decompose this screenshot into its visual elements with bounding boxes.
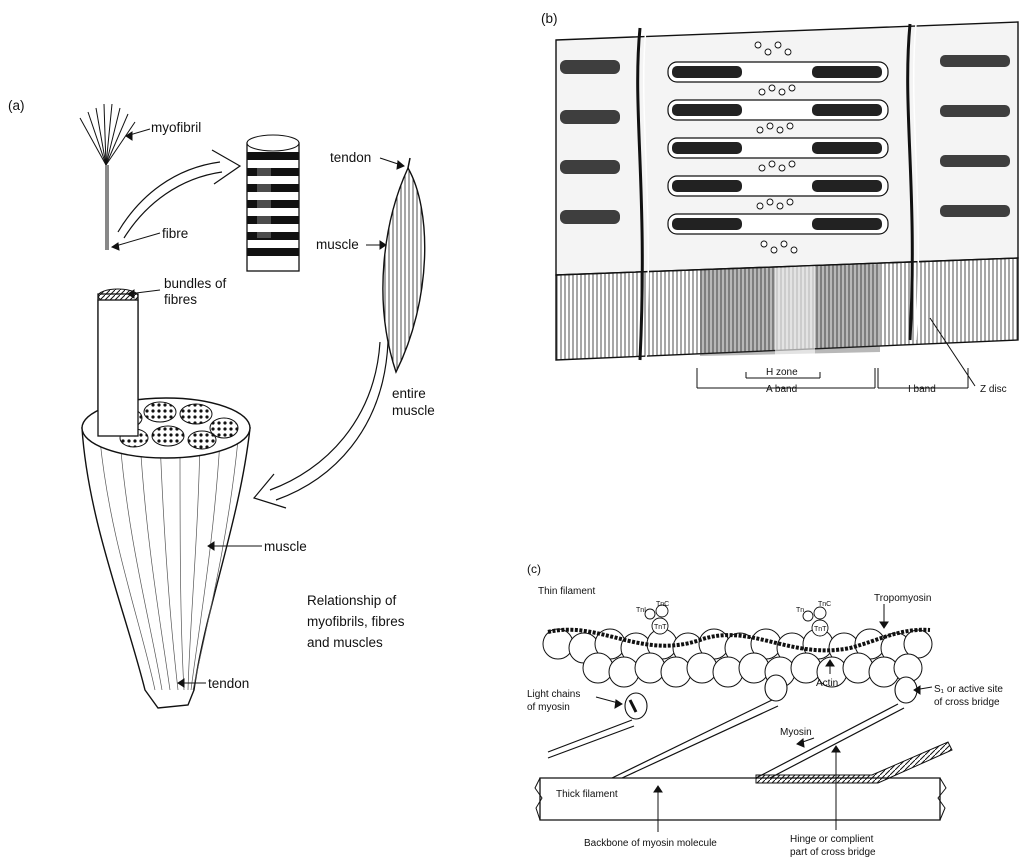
label-z-disc: Z disc [980, 384, 1007, 395]
small-muscle-illustration [383, 158, 425, 372]
panel-a-letter: (a) [8, 98, 25, 113]
label-s1-line1: S₁ or active site [934, 684, 1003, 695]
label-tni: TnI [636, 607, 646, 614]
label-tnc-2: TnC [818, 601, 831, 608]
panel-b: (b) [541, 11, 1018, 395]
actin-beads [543, 629, 932, 687]
panel-c: (c) [527, 562, 1003, 858]
label-myosin: Myosin [780, 727, 812, 738]
panel-a: (a) [8, 98, 435, 708]
label-tn: Tn [796, 607, 804, 614]
whole-muscle-illustration [82, 300, 250, 708]
caption-line2: myofibrils, fibres [307, 614, 405, 629]
label-tnc: TnC [656, 601, 669, 608]
myosin-cross-bridges [548, 700, 904, 778]
label-fibre: fibre [162, 226, 188, 241]
arrow-entire-to-muscle [254, 342, 388, 508]
caption-line1: Relationship of [307, 593, 397, 608]
striated-myofibril-illustration [247, 135, 299, 271]
label-bundles-line1: bundles of [164, 276, 227, 291]
label-backbone: Backbone of myosin molecule [584, 838, 717, 849]
label-s1-line2: of cross bridge [934, 697, 1000, 708]
label-a-band: A band [766, 384, 797, 395]
label-bundles-line2: fibres [164, 292, 197, 307]
label-tropomyosin: Tropomyosin [874, 593, 931, 604]
label-tendon-bottom: tendon [208, 676, 249, 691]
label-myofibril: myofibril [151, 120, 201, 135]
panel-b-letter: (b) [541, 11, 558, 26]
label-muscle-big: muscle [264, 539, 307, 554]
label-entire-line1: entire [392, 386, 426, 401]
label-light-chains-line1: Light chains [527, 689, 580, 700]
label-hinge-line1: Hinge or complient [790, 834, 874, 845]
sarcomere-3d-illustration [556, 22, 1018, 360]
label-hinge-line2: part of cross bridge [790, 847, 876, 858]
myofibril-illustration [80, 104, 135, 250]
arrow-fibre-to-myofibril [118, 150, 240, 238]
label-h-zone: H zone [766, 367, 798, 378]
label-tnt-2: TnT [814, 626, 827, 633]
label-light-chains-line2: of myosin [527, 702, 570, 713]
label-muscle-small: muscle [316, 237, 359, 252]
panel-c-letter: (c) [527, 562, 541, 576]
label-tnt: TnT [654, 624, 667, 631]
label-thick-filament: Thick filament [556, 789, 618, 800]
label-entire-line2: muscle [392, 403, 435, 418]
label-i-band: I band [908, 384, 936, 395]
label-tendon-top: tendon [330, 150, 371, 165]
label-thin-filament: Thin filament [538, 586, 595, 597]
caption-line3: and muscles [307, 635, 383, 650]
label-actin: Actin [816, 678, 838, 689]
